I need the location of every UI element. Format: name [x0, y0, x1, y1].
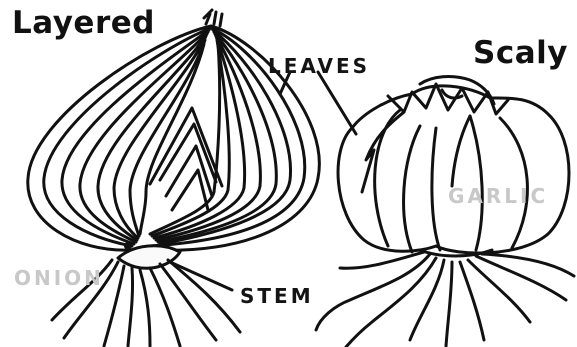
label-onion: ONION — [14, 268, 104, 288]
leaves-pointer-garlic — [318, 72, 356, 134]
leader-lines — [170, 72, 356, 290]
title-scaly: Scaly — [473, 38, 568, 69]
title-layered: Layered — [12, 8, 155, 39]
label-garlic: GARLIC — [448, 186, 548, 206]
garlic-drawing — [316, 77, 574, 347]
stem-pointer — [170, 262, 232, 290]
label-leaves: LEAVES — [268, 56, 370, 76]
label-stem: STEM — [240, 286, 314, 306]
